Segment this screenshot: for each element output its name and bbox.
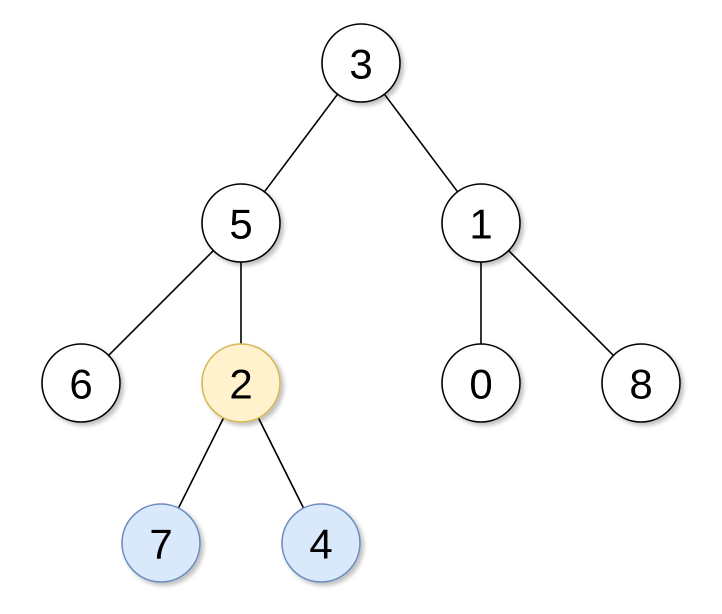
node-circle (281, 503, 361, 583)
node-label: 7 (149, 521, 172, 568)
node-circle (441, 343, 521, 423)
tree-node-3: 3 (321, 23, 401, 103)
node-label: 4 (309, 521, 332, 568)
edges (108, 93, 614, 509)
nodes: 3 5 1 6 2 0 8 7 4 (41, 23, 681, 583)
node-label: 8 (629, 361, 652, 408)
node-circle (121, 503, 201, 583)
tree-node-5: 5 (201, 183, 281, 263)
tree-node-8: 8 (601, 343, 681, 423)
edge-3-5 (263, 93, 339, 193)
node-label: 6 (69, 361, 92, 408)
node-circle (321, 23, 401, 103)
edge-1-8 (508, 250, 614, 356)
node-label: 0 (469, 361, 492, 408)
tree-node-4: 4 (281, 503, 361, 583)
tree-node-1: 1 (441, 183, 521, 263)
edge-2-4 (257, 417, 305, 509)
node-circle (41, 343, 121, 423)
edge-3-1 (383, 93, 459, 193)
node-label: 1 (469, 201, 492, 248)
edge-5-6 (108, 250, 214, 356)
node-label: 5 (229, 201, 252, 248)
node-label: 3 (349, 41, 372, 88)
node-circle (201, 343, 281, 423)
node-circle (441, 183, 521, 263)
node-label: 2 (229, 361, 252, 408)
node-circle (601, 343, 681, 423)
tree-node-6: 6 (41, 343, 121, 423)
node-circle (201, 183, 281, 263)
tree-node-2: 2 (201, 343, 281, 423)
tree-node-7: 7 (121, 503, 201, 583)
tree-node-0: 0 (441, 343, 521, 423)
edge-2-7 (177, 417, 225, 509)
